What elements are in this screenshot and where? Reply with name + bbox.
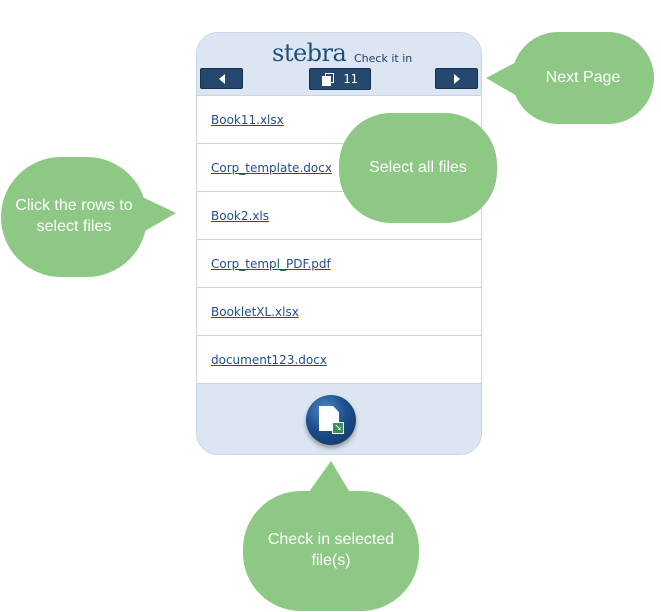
file-row[interactable]: Book11.xlsx <box>197 96 481 144</box>
file-link[interactable]: Corp_template.docx <box>211 160 332 175</box>
file-row[interactable]: document123.docx <box>197 336 481 384</box>
brand-logo: stebra <box>272 39 347 67</box>
file-count: 11 <box>343 72 358 86</box>
file-row[interactable]: Corp_templ_PDF.pdf <box>197 240 481 288</box>
file-link[interactable]: Book2.xls <box>211 208 270 223</box>
click-rows-callout: Click the rows to select files <box>1 157 147 277</box>
file-link[interactable]: Book11.xlsx <box>211 112 284 127</box>
next-page-callout: Next Page <box>512 32 654 124</box>
select-all-callout: Select all files <box>339 113 497 223</box>
previous-page-button[interactable] <box>200 68 243 89</box>
triangle-right-icon <box>453 73 460 84</box>
file-row[interactable]: Corp_template.docx <box>197 144 481 192</box>
triangle-left-icon <box>218 73 225 84</box>
check-in-callout: Check in selected file(s) <box>243 491 419 611</box>
next-page-button[interactable] <box>435 68 478 89</box>
brand-tagline: Check it in <box>354 52 413 65</box>
select-all-button[interactable]: 11 <box>309 68 371 90</box>
arrow-badge-icon: ↘ <box>332 422 344 434</box>
check-in-callout-tail <box>306 461 352 496</box>
click-rows-callout-tail <box>138 195 176 235</box>
checkin-panel: stebra Check it in 11 Book11.xlsx Corp_t… <box>196 32 482 455</box>
file-link[interactable]: Corp_templ_PDF.pdf <box>211 256 331 271</box>
copy-pages-icon <box>322 73 335 86</box>
file-link[interactable]: document123.docx <box>211 352 327 367</box>
check-in-button[interactable]: ↘ <box>306 395 356 445</box>
file-row[interactable]: BookletXL.xlsx <box>197 288 481 336</box>
check-in-callout-text: Check in selected file(s) <box>267 531 395 569</box>
file-row[interactable]: Book2.xls <box>197 192 481 240</box>
click-rows-callout-text: Click the rows to select files <box>15 197 133 235</box>
file-link[interactable]: BookletXL.xlsx <box>211 304 299 319</box>
